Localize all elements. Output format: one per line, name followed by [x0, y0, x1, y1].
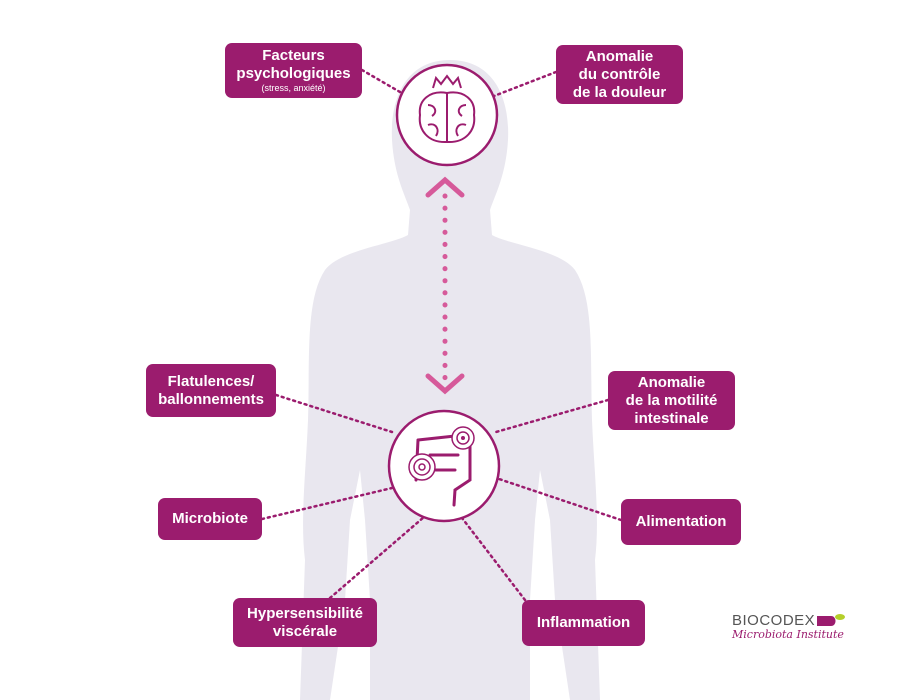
label-text: Facteurs — [262, 47, 325, 64]
label-text: Inflammation — [536, 614, 631, 631]
label-text: de la douleur — [572, 83, 667, 101]
bidirectional-arrow-icon — [425, 176, 465, 395]
label-text: viscérale — [272, 622, 338, 640]
logo-mark-icon — [817, 613, 846, 626]
label-text: Anomalie — [585, 47, 654, 65]
label-text: Microbiote — [172, 510, 248, 527]
label-facteurs-psychologiques: Facteurs psychologiques (stress, anxiété… — [225, 43, 362, 98]
label-hypersensibilite-viscerale: Hypersensibilité viscérale — [233, 598, 377, 647]
label-text: psychologiques — [236, 65, 351, 82]
label-text: de la motilité — [625, 391, 718, 409]
label-text: Flatulences/ — [167, 372, 255, 390]
label-text: Alimentation — [635, 513, 727, 530]
logo-brand: BIOCODEX — [732, 612, 816, 629]
brain-icon — [395, 63, 499, 167]
label-inflammation: Inflammation — [522, 600, 645, 646]
label-subtext: (stress, anxiété) — [261, 83, 326, 93]
label-microbiote: Microbiote — [158, 498, 262, 540]
label-text: ballonnements — [158, 390, 264, 408]
label-anomalie-controle-douleur: Anomalie du contrôle de la douleur — [556, 45, 683, 104]
label-text: Hypersensibilité — [247, 604, 363, 622]
intestine-icon — [387, 409, 501, 523]
label-anomalie-motilite: Anomalie de la motilité intestinale — [608, 371, 735, 430]
logo-tagline: Microbiota Institute — [732, 628, 844, 641]
label-alimentation: Alimentation — [621, 499, 741, 545]
label-text: Anomalie — [637, 373, 706, 391]
connector-lines — [260, 68, 623, 602]
label-text: intestinale — [634, 409, 709, 427]
label-flatulences: Flatulences/ ballonnements — [146, 364, 276, 417]
body-silhouette — [300, 60, 600, 700]
biocodex-logo: BIOCODEX Microbiota Institute — [732, 612, 847, 641]
label-text: du contrôle — [578, 65, 661, 83]
